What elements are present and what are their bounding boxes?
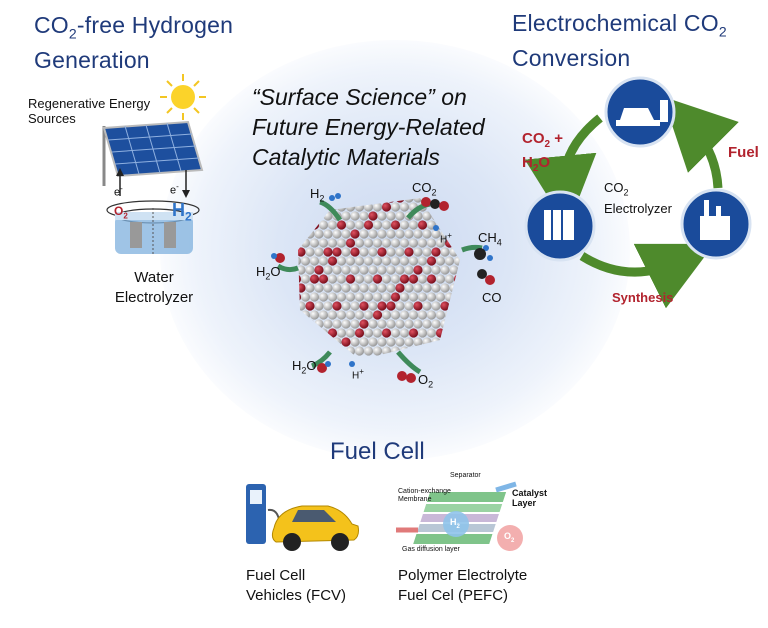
cation-membrane-label: Cation-exchange Membrane <box>398 488 451 503</box>
fcv-label: Fuel Cell Vehicles (FCV) <box>246 567 347 604</box>
hydrogen-label: H2 <box>172 200 192 224</box>
hydrogen-section-title: CO2-free Hydrogen Generation <box>34 12 234 73</box>
co2-cycle-diagram <box>524 76 752 309</box>
mol-hplus-top: H+ <box>440 231 452 246</box>
fuel-label: Fuel <box>728 144 759 161</box>
co2-electrolyzer-label: CO2 Electrolyzer <box>604 180 672 216</box>
mol-h2o-left: H2O <box>256 264 281 282</box>
gas-diffusion-label: Gas diffusion layer <box>402 546 460 553</box>
pefc-h2: H2 <box>450 517 460 530</box>
factory-icon <box>680 188 752 260</box>
mol-h2o-bottom: H2O <box>292 358 317 376</box>
catalyst-layer-label: Catalyst Layer <box>512 488 548 508</box>
electron-left-label: e- <box>114 184 123 199</box>
mol-hplus-bottom: H+ <box>352 367 364 382</box>
mol-h2: H2 <box>310 186 325 204</box>
electrolyzer-stack-icon <box>524 190 596 262</box>
fuel-cell-vehicle-icon <box>246 484 359 551</box>
co2-conversion-title: Electrochemical CO2 Conversion <box>512 10 727 71</box>
molecule-dots <box>271 193 495 383</box>
mol-o2: O2 <box>418 372 434 390</box>
water-electrolyzer-label: Water Electrolyzer <box>114 269 194 306</box>
center-title: “Surface Science” on Future Energy-Relat… <box>252 84 485 170</box>
fuel-cell-title: Fuel Cell <box>330 438 425 465</box>
mol-co: CO <box>482 290 502 305</box>
solar-panel-icon <box>102 120 204 186</box>
catalyst-nanoparticle <box>298 198 460 356</box>
synthesis-label: Synthesis <box>612 290 674 305</box>
mol-ch4: CH4 <box>478 230 502 248</box>
pefc-diagram <box>396 481 523 551</box>
pefc-label: Polymer Electrolyte Fuel Cel (PEFC) <box>398 567 528 604</box>
car-icon <box>604 76 676 148</box>
oxygen-label: O2 <box>114 204 128 221</box>
co2-h2o-label: CO2 + H2O <box>522 130 563 174</box>
sun-icon <box>160 74 206 120</box>
water-electrolyzer-icon <box>106 168 200 254</box>
electron-right-label: e- <box>170 182 179 197</box>
pefc-o2: O2 <box>504 531 515 544</box>
separator-label: Separator <box>450 472 481 479</box>
mol-co2: CO2 <box>412 180 437 198</box>
regenerative-sources-label: Regenerative Energy Sources <box>28 96 151 126</box>
